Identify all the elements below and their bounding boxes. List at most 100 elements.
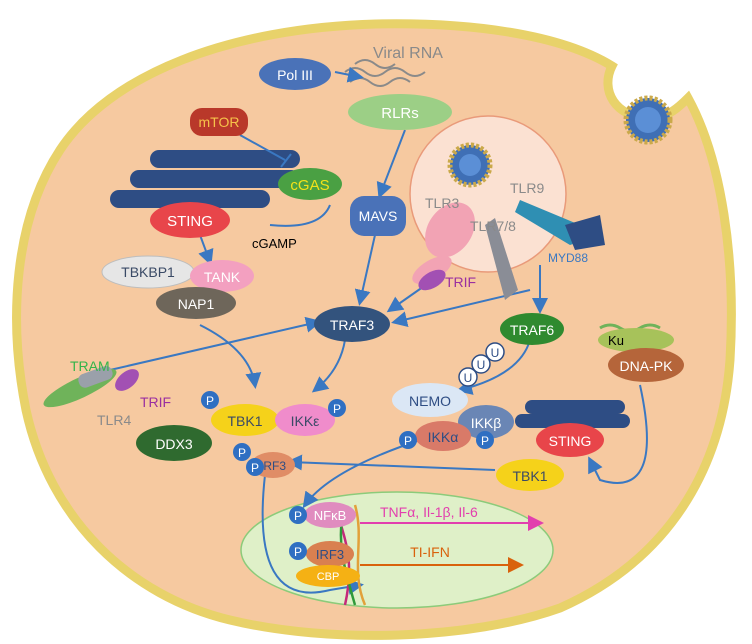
ikke-node: IKKε	[275, 404, 335, 436]
arrow-irf3-nucleus	[261, 474, 364, 595]
svg-text:P: P	[251, 461, 259, 475]
svg-text:IKKε: IKKε	[291, 413, 320, 429]
tlr4-label: TLR4	[97, 412, 131, 428]
myd88-label: MYD88	[548, 251, 588, 265]
tlr9-receptor-icon	[515, 200, 605, 250]
traf3-node: TRAF3	[314, 306, 390, 342]
phospho-badge-tbk1: P	[201, 391, 219, 409]
svg-text:IKKα: IKKα	[428, 429, 459, 445]
tbk1-right-node: TBK1	[496, 459, 564, 491]
arrow-tbk1-irf3	[286, 454, 496, 471]
svg-text:NAP1: NAP1	[178, 296, 215, 312]
arrow-pol3-rna	[334, 66, 364, 83]
ubiquitin-1: U	[458, 367, 478, 387]
arrow-tram-traf3	[109, 316, 322, 371]
ku-node: Ku	[598, 328, 674, 352]
svg-text:TRAF6: TRAF6	[510, 322, 555, 338]
arrow-rlrs-mavs	[376, 129, 406, 199]
arrow-traf6-nemo	[456, 339, 531, 395]
svg-text:U: U	[491, 346, 500, 360]
tram-label: TRAM	[70, 358, 110, 374]
svg-text:P: P	[294, 545, 302, 559]
svg-text:TBK1: TBK1	[512, 468, 547, 484]
trif-mid-label: TRIF	[445, 274, 476, 290]
cgas-node: cGAS	[278, 168, 342, 200]
nfkb-node: NFκB	[304, 502, 356, 528]
svg-text:IRF3: IRF3	[260, 459, 286, 473]
svg-text:cGAS: cGAS	[290, 177, 329, 194]
svg-text:IKKβ: IKKβ	[471, 415, 502, 431]
svg-text:TBKBP1: TBKBP1	[121, 264, 175, 280]
ubiquitin-3: U	[485, 342, 505, 362]
ubiquitin-2: U	[471, 354, 491, 374]
virus-endosome-icon	[447, 142, 493, 188]
svg-text:U: U	[464, 371, 473, 385]
rlrs-node: RLRs	[348, 94, 452, 130]
pol3-node: Pol III	[259, 58, 331, 90]
svg-text:TRAF3: TRAF3	[330, 317, 375, 333]
svg-text:TBK1: TBK1	[227, 413, 262, 429]
tank-node: TANK	[190, 260, 254, 292]
svg-text:IRF3: IRF3	[316, 547, 344, 562]
svg-text:P: P	[404, 434, 412, 448]
svg-text:Ku: Ku	[608, 333, 624, 348]
tbk1-left-node: TBK1	[211, 404, 279, 436]
svg-text:U: U	[477, 358, 486, 372]
svg-text:TANK: TANK	[204, 269, 241, 285]
svg-text:STING: STING	[549, 433, 592, 449]
ikka-node: IKKα	[415, 421, 471, 451]
phospho-badge-irf3-1: P	[233, 443, 251, 461]
virus-outside-icon	[623, 95, 673, 145]
svg-text:STING: STING	[167, 213, 213, 230]
trif-left-node	[115, 369, 139, 391]
arrow-mavs-traf3	[354, 234, 376, 306]
ikkb-node: IKKβ	[458, 405, 514, 439]
svg-text:Pol III: Pol III	[277, 67, 313, 83]
svg-text:NEMO: NEMO	[409, 393, 451, 409]
phospho-badge-nfkb: P	[289, 506, 307, 524]
svg-text:DNA-PK: DNA-PK	[620, 358, 674, 374]
cytokines-label: TNFα, Il-1β, Il-6	[380, 504, 478, 520]
arrow-dnapk-sting	[588, 384, 648, 484]
tlr3-label: TLR3	[425, 195, 459, 211]
irf3-nucleus-node: IRF3	[306, 541, 354, 567]
nap1-node: NAP1	[156, 287, 236, 319]
tlr78-receptor-icon	[485, 218, 518, 300]
trif-mid-node	[418, 269, 446, 291]
svg-text:mTOR: mTOR	[199, 114, 240, 130]
svg-text:CBP: CBP	[317, 571, 340, 583]
svg-text:P: P	[481, 434, 489, 448]
arrow-sting-tbkbp1	[198, 234, 214, 266]
svg-text:NFκB: NFκB	[314, 508, 347, 523]
svg-text:P: P	[294, 509, 302, 523]
phospho-badge-irf3-2: P	[246, 458, 264, 476]
ddx3-node: DDX3	[136, 425, 212, 461]
phospho-badge-ikke: P	[328, 399, 346, 417]
tlr9-label: TLR9	[510, 180, 544, 196]
tlr78-label: TLR7/8	[470, 218, 516, 234]
trif-left-label: TRIF	[140, 394, 171, 410]
er-membrane-right	[515, 400, 630, 428]
phospho-badge-ikka: P	[399, 431, 417, 449]
phospho-badge-irf3-nucleus: P	[289, 542, 307, 560]
phospho-badge-ikkb: P	[476, 431, 494, 449]
mtor-node: mTOR	[190, 108, 248, 136]
cbp-node: CBP	[296, 565, 360, 587]
dnapk-node: DNA-PK	[608, 348, 684, 382]
arrow-cgas-sting	[269, 204, 331, 227]
arrow-ikka-nfkb	[302, 439, 421, 509]
mavs-node: MAVS	[350, 196, 406, 236]
arrow-traf3-ikke	[311, 339, 346, 393]
svg-text:RLRs: RLRs	[381, 105, 419, 122]
tlr3-receptor-icon	[412, 202, 475, 284]
er-membrane-top	[110, 150, 300, 208]
sting-right-node: STING	[536, 423, 604, 457]
inhibit-mtor-cgas	[239, 134, 292, 168]
svg-text:MAVS: MAVS	[359, 208, 398, 224]
traf6-node: TRAF6	[500, 313, 564, 345]
nemo-node: NEMO	[392, 383, 468, 417]
arrow-nap1-tbk1	[199, 324, 262, 389]
cgamp-label: cGAMP	[252, 236, 297, 251]
ti-ifn-label: TI-IFN	[410, 544, 450, 560]
